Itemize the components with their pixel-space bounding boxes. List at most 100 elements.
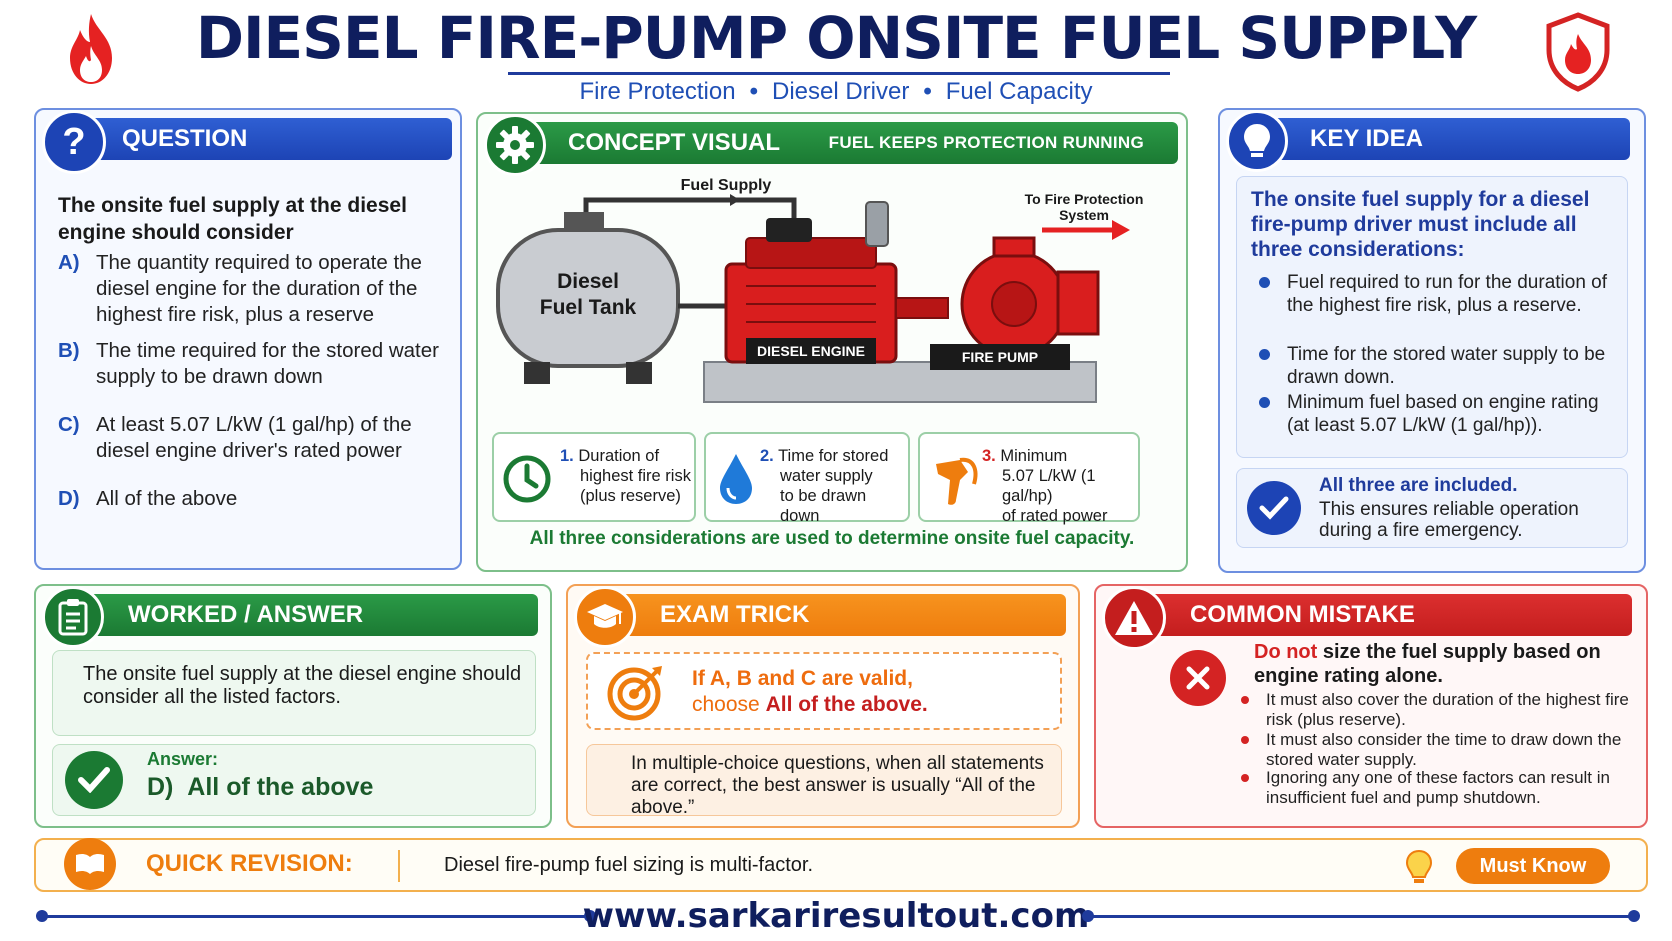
key-idea-confirm-text: This ensures reliable operation during a… (1319, 499, 1579, 541)
option-letter: A) (58, 251, 80, 274)
option-d: D) All of the above (58, 486, 450, 512)
clock-icon (503, 455, 551, 503)
title-underline (508, 72, 1170, 75)
option-letter: B) (58, 339, 80, 362)
question-header: QUESTION (80, 118, 452, 160)
key-idea-panel: KEY IDEA The onsite fuel supply for a di… (1218, 108, 1646, 573)
pump-label: FIRE PUMP (962, 349, 1038, 365)
common-mistake-bullet: It must also cover the duration of the h… (1241, 690, 1636, 730)
key-idea-box: The onsite fuel supply for a diesel fire… (1236, 176, 1628, 458)
card-drawdown: 2. Time for stored water supply to be dr… (704, 432, 910, 525)
check-glyph (1259, 496, 1289, 520)
card-line: Duration of (578, 447, 660, 465)
concept-footer: All three considerations are used to det… (529, 528, 1135, 549)
footer-rule-right (1090, 915, 1634, 918)
answer-text: All of the above (187, 773, 374, 801)
card-number: 2. (760, 447, 774, 465)
arrow-right-icon (1112, 220, 1130, 240)
card-line: (plus reserve) (580, 487, 681, 505)
x-glyph (1186, 666, 1210, 690)
pump-hub (991, 281, 1037, 327)
key-idea-confirm-title: All three are included. (1319, 475, 1518, 496)
fuel-tank (496, 228, 680, 368)
engine-label-plate (746, 338, 876, 364)
answer-label: Answer: (147, 749, 219, 769)
exhaust-stack (865, 201, 889, 247)
footer-dot (1082, 910, 1094, 922)
worked-answer-panel: WORKED / ANSWER The onsite fuel supply a… (34, 584, 552, 828)
drive-coupling (895, 297, 949, 319)
common-mistake-bullet: It must also consider the time to draw d… (1241, 730, 1636, 770)
concept-title: CONCEPT VISUAL (568, 129, 781, 156)
check-circle-icon (65, 751, 123, 809)
worked-text: The onsite fuel supply at the diesel eng… (83, 663, 522, 708)
warning-glyph (1115, 601, 1153, 635)
footer-dot (1628, 910, 1640, 922)
pump-discharge (992, 236, 1036, 258)
option-letter: D) (58, 487, 80, 510)
question-panel: QUESTION ? The onsite fuel supply at the… (34, 108, 462, 570)
tag-diesel-driver: Diesel Driver (771, 78, 910, 105)
answer-value: D) All of the above (147, 773, 373, 802)
key-idea-bullet: Minimum fuel based on engine rating (at … (1253, 391, 1613, 437)
target-icon (607, 666, 662, 721)
quick-revision-text: Diesel fire-pump fuel sizing is multi-fa… (444, 854, 814, 876)
answer-box: Answer: D) All of the above (52, 744, 536, 816)
exam-trick-line2-pre: choose (692, 693, 766, 716)
fire-shield-icon (1546, 12, 1610, 92)
flow-arrow-icon (730, 194, 740, 206)
common-mistake-panel: COMMON MISTAKE Do not size the fuel supp… (1094, 584, 1648, 828)
exam-trick-header: EXAM TRICK (612, 594, 1066, 636)
card-duration-text: 1. Duration of highest fire risk (plus r… (560, 446, 691, 506)
tag-fire-protection: Fire Protection (579, 78, 736, 105)
key-idea-bullet: Fuel required to run for the duration of… (1253, 271, 1613, 317)
common-mistake-lead-rest: size the fuel supply based on engine rat… (1254, 641, 1601, 687)
lightbulb-glyph (1244, 124, 1270, 157)
tank-label-line1: Diesel (557, 270, 619, 293)
water-drop-icon (720, 454, 752, 504)
x-circle-icon (1170, 650, 1226, 706)
card-drawdown-text: 2. Time for stored water supply to be dr… (760, 446, 908, 526)
tank-leg (626, 362, 652, 384)
exam-trick-panel: EXAM TRICK If A, B and C are valid, choo… (566, 584, 1080, 828)
card-duration: 1. Duration of highest fire risk (plus r… (492, 432, 696, 522)
exam-trick-note-text: In multiple-choice questions, when all s… (631, 753, 1044, 818)
gear-glyph (496, 126, 534, 164)
option-text: All of the above (96, 487, 238, 510)
lightbulb-icon (1405, 849, 1433, 883)
option-b: B) The time required for the stored wate… (58, 338, 450, 390)
option-text: The time required for the stored water s… (96, 339, 439, 388)
answer-letter: D) (147, 773, 174, 801)
card-minimum: 3. Minimum 5.07 L/kW (1 gal/hp) of rated… (918, 432, 1140, 525)
exam-trick-line2: choose All of the above. (692, 692, 928, 718)
card-number: 1. (560, 447, 574, 465)
footer-rule-left (40, 915, 592, 918)
warning-icon (1102, 586, 1166, 650)
question-mark-icon: ? (42, 110, 106, 174)
tank-cap (564, 212, 604, 232)
must-know-badge: Must Know (1456, 848, 1610, 884)
engine-label: DIESEL ENGINE (757, 343, 865, 359)
worked-header: WORKED / ANSWER (80, 594, 538, 636)
clipboard-icon (42, 586, 104, 648)
quick-revision-bar: QUICK REVISION: Diesel fire-pump fuel si… (34, 838, 1648, 892)
tank-label-line2: Fuel Tank (540, 296, 637, 319)
footer-dot (584, 910, 596, 922)
card-line: Minimum (1000, 447, 1068, 465)
pump-label-plate (930, 344, 1070, 370)
lightbulb-icon (1226, 110, 1288, 172)
key-idea-lead: The onsite fuel supply for a diesel fire… (1251, 188, 1590, 261)
exam-trick-line1: If A, B and C are valid, (692, 667, 913, 690)
exam-trick-box: If A, B and C are valid, choose All of t… (586, 652, 1062, 730)
card-line: highest fire risk (580, 467, 691, 485)
page-title: DIESEL FIRE-PUMP ONSITE FUEL SUPPLY (195, 4, 1477, 72)
concept-header: CONCEPT VISUAL FUEL KEEPS PROTECTION RUN… (514, 122, 1178, 164)
fuel-supply-label: Fuel Supply (681, 177, 772, 194)
option-text: The quantity required to operate the die… (96, 251, 422, 326)
fuel-nozzle-icon (936, 457, 978, 505)
tag-separator: • (923, 78, 932, 105)
to-fire-label-line2: System (1059, 207, 1109, 223)
air-filter (766, 218, 812, 242)
divider (398, 850, 400, 882)
pump-outlet-flange (1056, 270, 1100, 336)
